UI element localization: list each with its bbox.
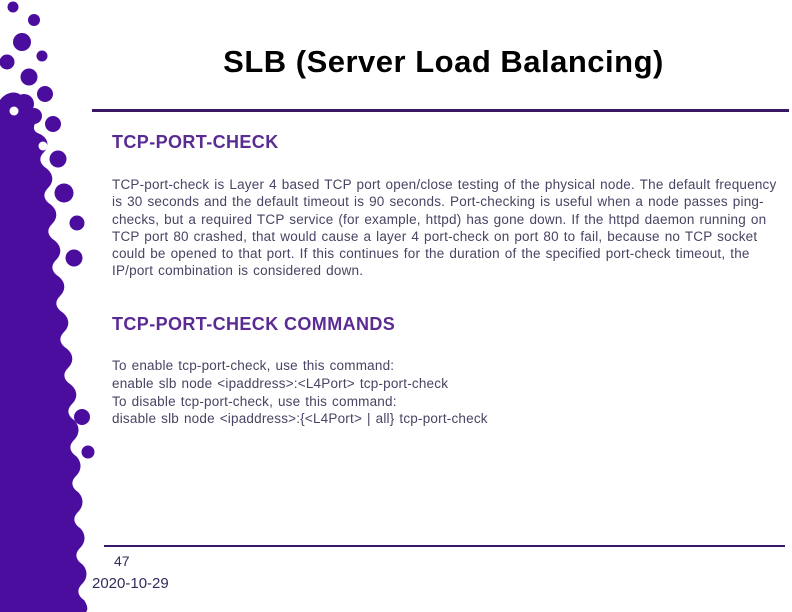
command-line: To enable tcp-port-check, use this comma… [112, 358, 395, 373]
footer-divider [104, 545, 785, 547]
command-line: enable slb node <ipaddress>:<L4Port> tcp… [112, 375, 449, 391]
title-divider [92, 109, 789, 112]
section-heading-tcp-port-check: TCP-PORT-CHECK [112, 132, 279, 152]
ink-splatter-decoration [0, 1, 95, 612]
command-line: To disable tcp-port-check, use this comm… [112, 393, 397, 409]
body-paragraph: TCP-port-check is Layer 4 based TCP port… [112, 177, 777, 279]
page-number: 47 [114, 553, 130, 569]
command-list: To enable tcp-port-check, use this comma… [112, 357, 788, 428]
slide-title: SLB (Server Load Balancing) [223, 44, 664, 79]
command-line: disable slb node <ipaddress>:{<L4Port> |… [112, 411, 488, 427]
section-heading-commands: TCP-PORT-CHECK COMMANDS [112, 314, 396, 334]
slide-date: 2020-10-29 [92, 575, 169, 592]
